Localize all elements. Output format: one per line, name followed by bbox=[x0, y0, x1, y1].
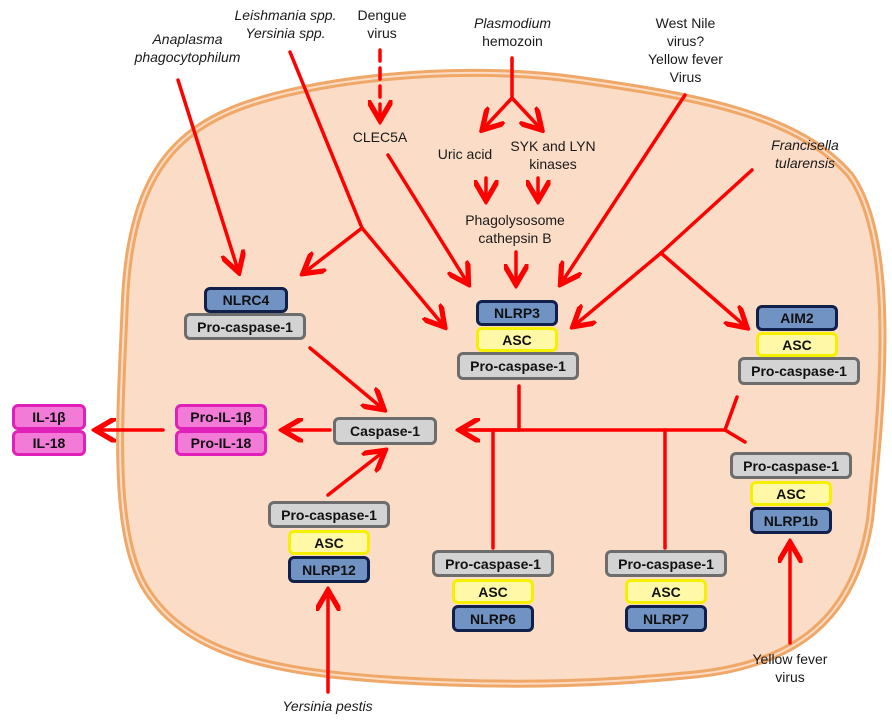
cell-membrane-inner-line bbox=[119, 71, 884, 685]
arrow-leishmania-nlrc4 bbox=[305, 226, 364, 272]
pro-il1b-box: Pro-IL-1β bbox=[175, 404, 267, 430]
nlrc4-procaspase-box: Pro-caspase-1 bbox=[184, 313, 306, 340]
arrow-francisella-aim2 bbox=[659, 251, 745, 326]
arrow-plasmodium-uric bbox=[484, 96, 514, 128]
arrow-francisella-nlrp3 bbox=[575, 251, 663, 325]
il18-box: IL-18 bbox=[12, 430, 86, 456]
line-aim2-fork-down bbox=[723, 428, 747, 444]
label-phagolysosome: Phagolysosome cathepsin B bbox=[455, 211, 575, 247]
arrow-nlrp12-caspase bbox=[326, 452, 383, 497]
label-syk-line2: kinases bbox=[529, 156, 577, 172]
aim2-box: AIM2 bbox=[756, 305, 838, 331]
il1b-box: IL-1β bbox=[12, 404, 86, 430]
label-syk-line1: SYK and LYN bbox=[510, 138, 596, 154]
label-dengue-line1: Dengue bbox=[357, 7, 407, 23]
label-yellowfever-line1: Yellow fever bbox=[752, 651, 828, 667]
nlrp7-box: NLRP7 bbox=[625, 605, 707, 632]
label-leishmania-line1: Leishmania spp. bbox=[234, 7, 337, 23]
label-anaplasma-line2: phagocytophilum bbox=[134, 49, 241, 65]
label-leishmania: Leishmania spp. Yersinia spp. bbox=[228, 6, 343, 42]
nlrp7-procaspase-box: Pro-caspase-1 bbox=[605, 550, 727, 577]
pro-il18-box: Pro-IL-18 bbox=[175, 430, 267, 456]
nlrp6-procaspase-box: Pro-caspase-1 bbox=[432, 550, 554, 577]
nlrc4-box: NLRC4 bbox=[204, 287, 288, 313]
label-hemozoin: hemozoin bbox=[482, 33, 543, 49]
label-westnile-line3: Yellow fever bbox=[648, 51, 723, 67]
label-plasmodium: Plasmodium hemozoin bbox=[460, 14, 565, 50]
aim2-procaspase-box: Pro-caspase-1 bbox=[738, 357, 860, 385]
line-leishmania bbox=[288, 50, 364, 230]
line-aim2-fork-up bbox=[723, 395, 739, 432]
caspase1-box: Caspase-1 bbox=[333, 417, 437, 445]
label-clec5a: CLEC5A bbox=[352, 129, 408, 145]
aim2-asc-box: ASC bbox=[756, 332, 838, 357]
label-westnile: West Nile virus? Yellow fever Virus bbox=[638, 14, 733, 86]
arrow-westnile-nlrp3 bbox=[562, 93, 687, 282]
label-anaplasma-line1: Anaplasma bbox=[152, 31, 223, 47]
arrow-nlrc4-caspase bbox=[308, 346, 382, 408]
label-francisella: Francisella tularensis bbox=[760, 136, 850, 172]
arrow-clec5a-nlrp3 bbox=[386, 153, 467, 282]
nlrp6-asc-box: ASC bbox=[452, 579, 534, 604]
nlrp12-box: NLRP12 bbox=[288, 556, 370, 583]
arrow-anaplasma-nlrc4 bbox=[176, 78, 238, 270]
label-syk-lyn: SYK and LYN kinases bbox=[503, 137, 603, 173]
nlrp1b-box: NLRP1b bbox=[750, 507, 832, 534]
label-westnile-line4: Virus bbox=[669, 69, 702, 85]
label-phago-line2: cathepsin B bbox=[478, 230, 552, 246]
label-westnile-line1: West Nile bbox=[655, 15, 716, 31]
label-westnile-line2: virus? bbox=[666, 33, 705, 49]
nlrp7-asc-box: ASC bbox=[625, 579, 707, 604]
label-plasmodium-line1: Plasmodium bbox=[473, 15, 552, 31]
label-phago-line1: Phagolysosome bbox=[465, 212, 565, 228]
nlrp3-box: NLRP3 bbox=[476, 300, 558, 326]
nlrp12-procaspase-box: Pro-caspase-1 bbox=[268, 501, 390, 528]
label-francisella-line1: Francisella bbox=[771, 137, 839, 153]
label-dengue: Dengue virus bbox=[352, 6, 412, 42]
nlrp3-procaspase-box: Pro-caspase-1 bbox=[457, 352, 579, 380]
label-dengue-line2: virus bbox=[367, 25, 397, 41]
label-yersinia-pestis: Yersinia pestis bbox=[270, 697, 385, 715]
arrow-leishmania-nlrp3 bbox=[360, 226, 443, 325]
nlrp1b-procaspase-box: Pro-caspase-1 bbox=[730, 452, 852, 479]
label-yersinia-pestis-text: Yersinia pestis bbox=[282, 698, 373, 714]
label-uric-acid: Uric acid bbox=[437, 146, 493, 162]
arrow-plasmodium-syk bbox=[510, 96, 540, 128]
nlrp6-box: NLRP6 bbox=[452, 605, 534, 632]
label-yersinia-spp: Yersinia spp. bbox=[245, 25, 326, 41]
nlrp1b-asc-box: ASC bbox=[750, 481, 832, 506]
label-francisella-line2: tularensis bbox=[775, 155, 835, 171]
line-francisella bbox=[659, 168, 754, 255]
label-anaplasma: Anaplasma phagocytophilum bbox=[130, 30, 245, 66]
nlrp12-asc-box: ASC bbox=[288, 530, 370, 555]
label-yellowfever-line2: virus bbox=[775, 669, 805, 685]
nlrp3-asc-box: ASC bbox=[476, 327, 558, 352]
label-yellowfever-bottom: Yellow fever virus bbox=[740, 650, 840, 686]
